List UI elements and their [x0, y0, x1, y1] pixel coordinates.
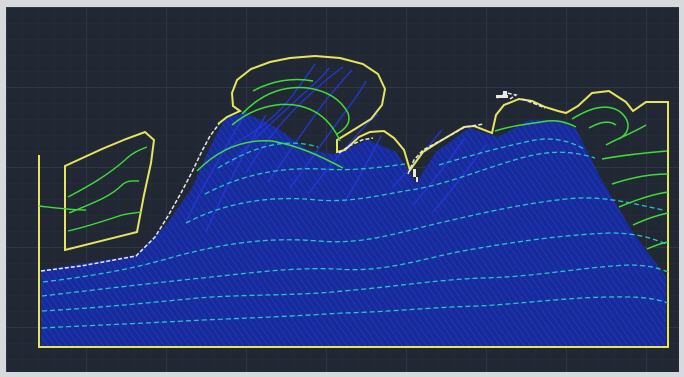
cad-drawing-viewport[interactable] — [6, 7, 679, 372]
hatched-deposit-region — [41, 113, 666, 348]
left-block-green-contours — [38, 146, 148, 232]
cyan-dashed-contours — [41, 138, 669, 329]
left-block-boundary — [64, 130, 156, 252]
green-contours — [196, 78, 629, 172]
right-green-contours — [601, 124, 669, 250]
drawing-canvas[interactable] — [6, 7, 679, 372]
surface-markers — [413, 91, 508, 182]
white-dashed-surface — [40, 92, 546, 272]
section-boundary — [38, 54, 669, 348]
